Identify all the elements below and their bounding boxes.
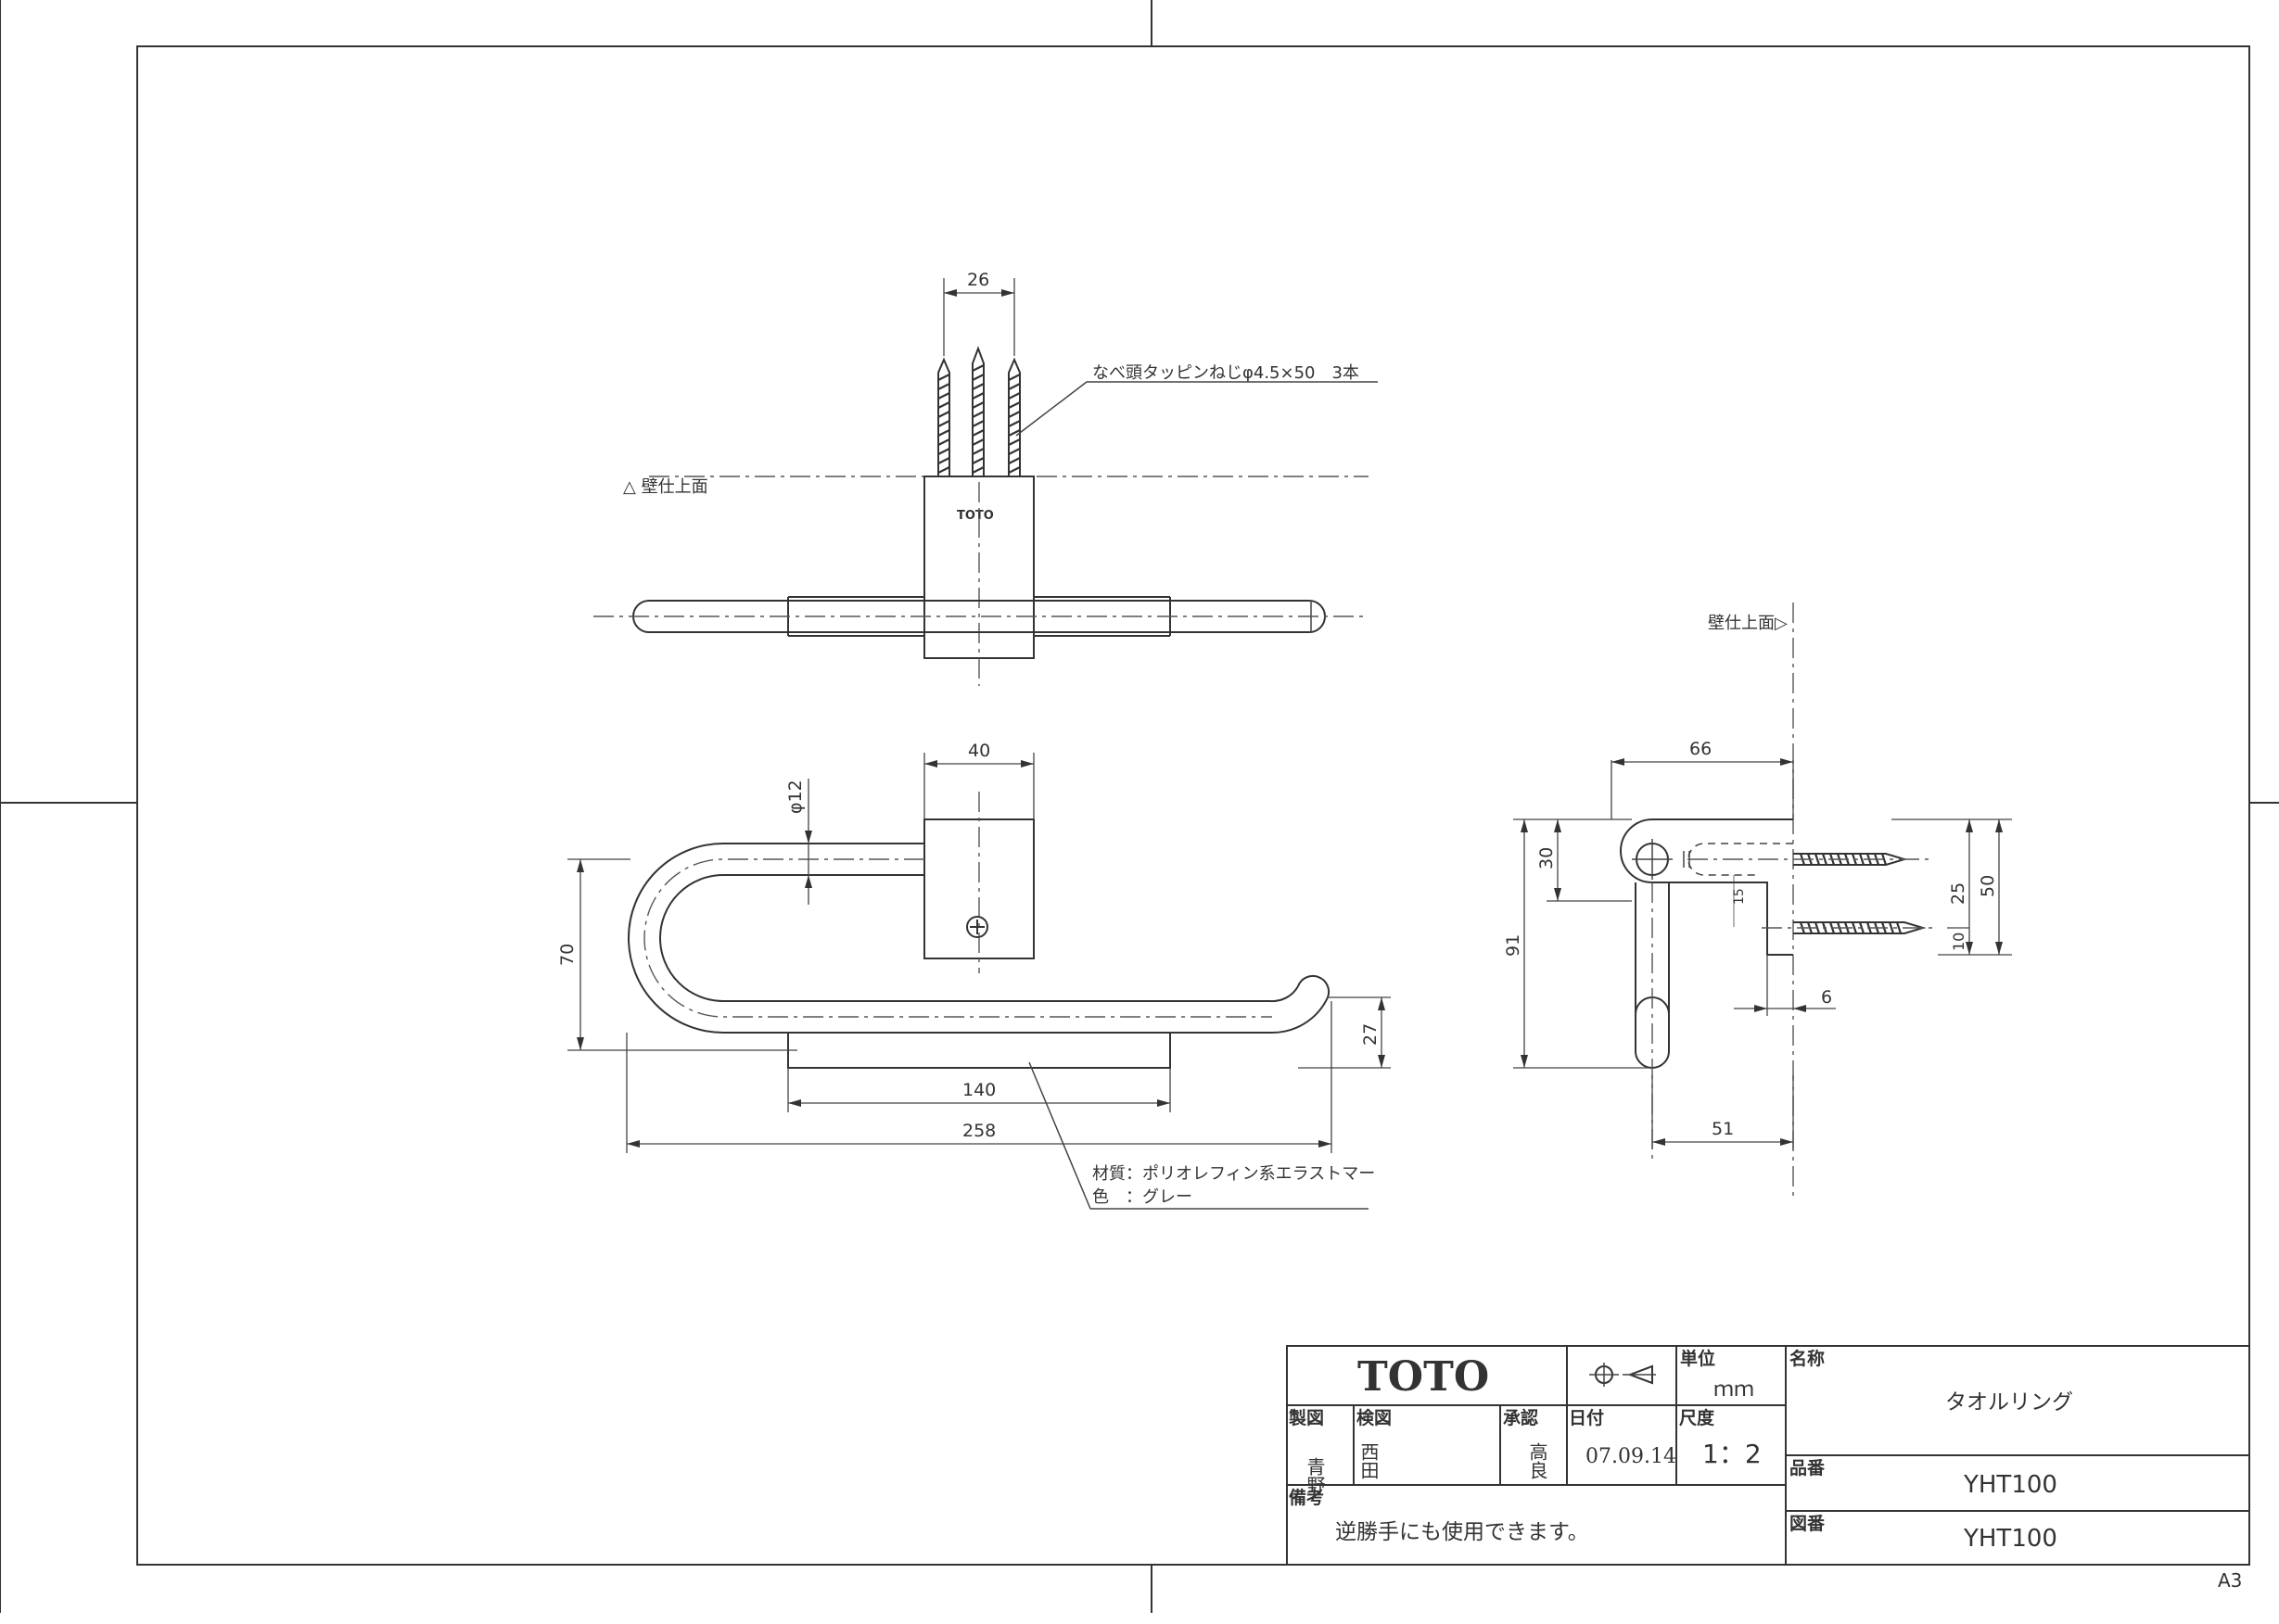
side-dim-50: 50 (1978, 875, 1998, 897)
side-dim-25: 25 (1948, 882, 1968, 905)
unit-value: ｍｍ (1713, 1378, 1754, 1402)
front-dim-27: 27 (1360, 1023, 1381, 1046)
front-dim-258: 258 (962, 1121, 996, 1141)
front-dim-140: 140 (962, 1080, 996, 1100)
drafter-label: 製図 (1288, 1408, 1324, 1428)
projection-symbol-icon (1589, 1363, 1656, 1387)
side-screws (1687, 853, 1938, 934)
side-dim-small: 15 (1732, 888, 1747, 905)
front-dim-70: 70 (557, 944, 578, 966)
top-block-logo: TOTO (957, 509, 994, 523)
top-screws (937, 346, 1021, 476)
checker-value: 西田 (1357, 1442, 1380, 1479)
date-value: 07.09.14 (1585, 1445, 1676, 1468)
title-company-logo: TOTO (1357, 1353, 1489, 1401)
side-dim-6: 6 (1821, 987, 1832, 1008)
remarks-label: 備考 (1289, 1487, 1324, 1508)
drawing-no-label: 図番 (1789, 1514, 1826, 1534)
sheet-size-label: A3 (2218, 1569, 2242, 1592)
side-dim-51: 51 (1712, 1119, 1734, 1139)
front-color-note: 色 ：グレー (1092, 1187, 1192, 1207)
side-dim-10: 10 (1950, 933, 1967, 951)
name-label: 名称 (1789, 1348, 1825, 1369)
front-dim-40: 40 (968, 741, 990, 761)
unit-label: 単位 (1680, 1348, 1715, 1369)
scale-label: 尺度 (1679, 1407, 1715, 1428)
top-dim-26: 26 (967, 270, 989, 290)
scale-value: 1：2 (1702, 1439, 1762, 1469)
name-value: タオルリング (1945, 1390, 2073, 1415)
side-dim-66: 66 (1689, 739, 1712, 759)
checker-label: 検図 (1356, 1407, 1392, 1428)
title-block: TOTO 単位 ｍｍ 名称 タオルリング 製図 検図 承認 日付 尺度 青野 西… (1286, 1345, 2250, 1566)
side-dim-30: 30 (1536, 847, 1557, 869)
drawing-no-value: YHT100 (1963, 1525, 2057, 1553)
remarks-value: 逆勝手にも使用できます。 (1335, 1520, 1589, 1544)
front-material-note: 材質：ポリオレフィン系エラストマー (1092, 1164, 1375, 1184)
drafter-value: 青野 (1304, 1457, 1326, 1494)
side-wall-label: 壁仕上面▷ (1708, 614, 1788, 633)
side-view: 壁仕上面▷ 66 (1503, 603, 2012, 1196)
part-no-label: 品番 (1789, 1458, 1826, 1478)
top-wall-label: △ 壁仕上面 (623, 477, 708, 497)
approver-label: 承認 (1503, 1407, 1538, 1428)
date-label: 日付 (1569, 1407, 1604, 1428)
top-screw-note: なべ頭タッピンねじφ4.5×50 3本 (1092, 363, 1359, 383)
top-view: △ 壁仕上面 26 なべ頭タッピンねじφ4.5×50 3本 TOTO (593, 270, 1378, 686)
part-no-value: YHT100 (1963, 1471, 2057, 1499)
side-dim-91: 91 (1503, 934, 1523, 957)
front-dim-dia: φ12 (785, 780, 806, 814)
approver-value: 高良 (1526, 1442, 1548, 1479)
front-view: 40 φ12 70 27 140 (557, 741, 1391, 1210)
